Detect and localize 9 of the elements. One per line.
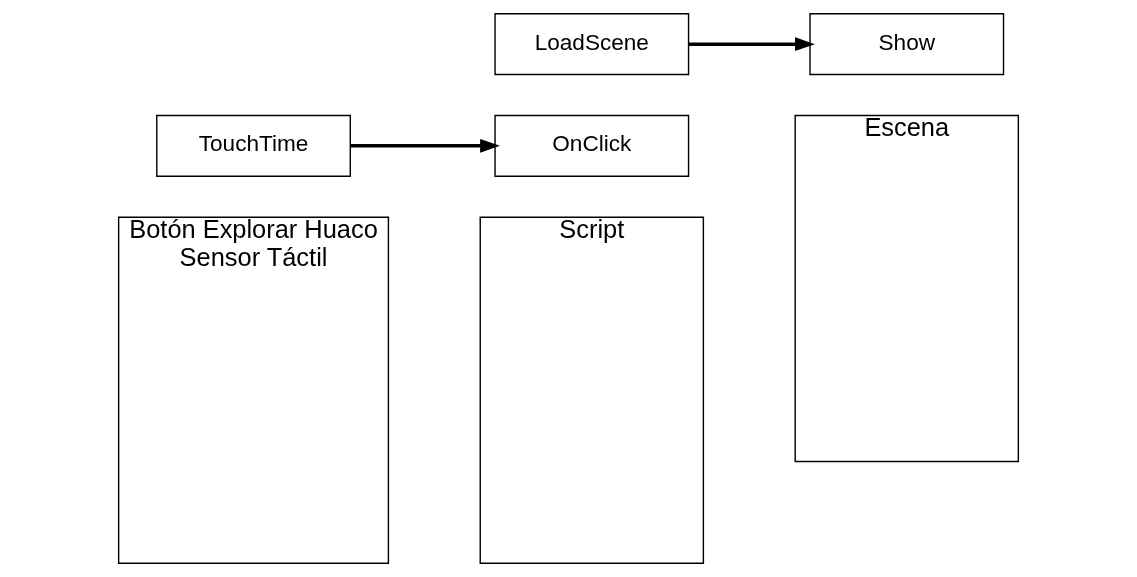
arrow	[350, 138, 500, 153]
node-box: TouchTime	[156, 114, 351, 177]
node-box: Botón Explorar Huaco Sensor Táctil	[117, 216, 390, 564]
node-box: OnClick	[494, 114, 690, 177]
node-box: Script	[479, 216, 705, 564]
node-box: LoadScene	[494, 13, 690, 76]
arrow	[688, 37, 815, 52]
node-box: Show	[809, 13, 1005, 76]
node-box: Escena	[794, 114, 1020, 463]
